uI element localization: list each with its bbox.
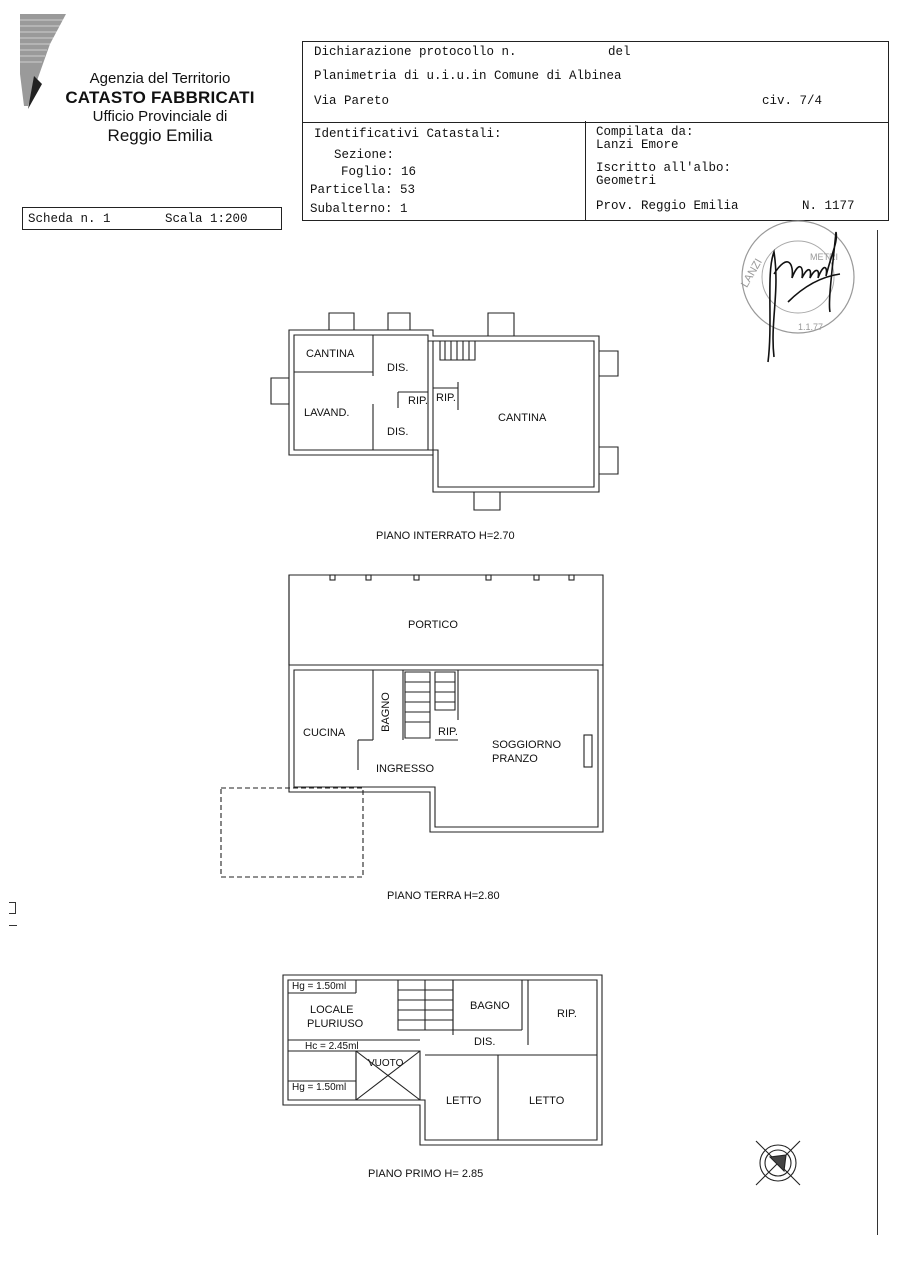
province-field: Prov. Reggio Emilia bbox=[596, 199, 739, 213]
albo-label: Iscritto all'albo: bbox=[596, 161, 732, 175]
room-label: LETTO bbox=[446, 1095, 482, 1107]
scheda-number: Scheda n. 1 bbox=[28, 212, 111, 226]
room-label: RIP. bbox=[408, 395, 428, 407]
register-number: N. 1177 bbox=[802, 199, 855, 213]
room-label: Hc = 2.45ml bbox=[305, 1041, 359, 1052]
particella-field: Particella: 53 bbox=[310, 183, 416, 197]
plan-terra-annex bbox=[220, 787, 364, 878]
sezione-field: Sezione: bbox=[334, 148, 395, 162]
room-label: PORTICO bbox=[408, 619, 458, 631]
albo-value: Geometri bbox=[596, 174, 657, 188]
north-arrow-icon bbox=[755, 1140, 801, 1186]
scheda-scale: Scala 1:200 bbox=[165, 212, 248, 226]
compiled-by-name: Lanzi Emore bbox=[596, 138, 679, 152]
room-label: SOGGIORNO bbox=[492, 739, 562, 751]
room-label: CANTINA bbox=[306, 348, 355, 360]
planimetry-line: Planimetria di u.i.u.in Comune di Albine… bbox=[314, 69, 622, 83]
corner-hatch-mark bbox=[20, 14, 66, 109]
floor-caption-terra: PIANO TERRA H=2.80 bbox=[387, 890, 500, 902]
protocol-date-label: del bbox=[608, 45, 631, 59]
floor-caption-primo: PIANO PRIMO H= 2.85 bbox=[368, 1168, 484, 1180]
room-label: BAGNO bbox=[379, 692, 392, 732]
room-label: RIP. bbox=[438, 726, 458, 738]
room-label: INGRESSO bbox=[376, 763, 435, 775]
room-label: PLURIUSO bbox=[307, 1018, 364, 1030]
room-label: DIS. bbox=[387, 426, 409, 438]
room-label: CUCINA bbox=[303, 727, 346, 739]
room-label: DIS. bbox=[474, 1036, 496, 1048]
room-label: DIS. bbox=[387, 362, 409, 374]
right-border-line bbox=[877, 230, 878, 1235]
plan-interrato bbox=[270, 312, 619, 511]
protocol-label: Dichiarazione protocollo n. bbox=[314, 45, 517, 59]
office-label: Ufficio Provinciale di bbox=[92, 108, 228, 126]
margin-mark bbox=[9, 902, 16, 914]
catasto-title: CATASTO FABBRICATI bbox=[65, 88, 255, 107]
room-label: LETTO bbox=[529, 1095, 565, 1107]
compiled-by-label: Compilata da: bbox=[596, 125, 694, 139]
professional-stamp: LANZI METRI 1.1.77 bbox=[739, 220, 855, 363]
agency-header: Agenzia del Territorio CATASTO FABBRICAT… bbox=[40, 70, 280, 147]
room-label: PRANZO bbox=[492, 753, 538, 765]
room-label: RIP. bbox=[557, 1008, 577, 1020]
street-line: Via Pareto bbox=[314, 94, 390, 108]
room-label: RIP. bbox=[436, 392, 456, 404]
foglio-field: Foglio: 16 bbox=[341, 165, 417, 179]
declaration-box bbox=[302, 41, 889, 123]
room-label: CANTINA bbox=[498, 412, 547, 424]
room-label: Hg = 1.50ml bbox=[292, 981, 347, 992]
room-label: LOCALE bbox=[310, 1004, 354, 1016]
office-city: Reggio Emilia bbox=[107, 126, 213, 146]
room-label: Hg = 1.50ml bbox=[292, 1082, 347, 1093]
plan-primo bbox=[282, 974, 603, 1146]
svg-text:METRI: METRI bbox=[810, 252, 838, 262]
room-label: LAVAND. bbox=[304, 407, 350, 419]
agency-name: Agenzia del Territorio bbox=[89, 70, 231, 87]
room-label: VUOTO bbox=[368, 1058, 404, 1069]
subalterno-field: Subalterno: 1 bbox=[310, 202, 408, 216]
identifiers-box bbox=[302, 121, 889, 221]
svg-text:1.1.77: 1.1.77 bbox=[798, 322, 823, 332]
identifiers-title: Identificativi Catastali: bbox=[314, 127, 502, 141]
plan-terra bbox=[288, 574, 604, 833]
room-label: BAGNO bbox=[470, 1000, 510, 1012]
civic-number: civ. 7/4 bbox=[762, 94, 823, 108]
floor-caption-interrato: PIANO INTERRATO H=2.70 bbox=[376, 530, 515, 542]
